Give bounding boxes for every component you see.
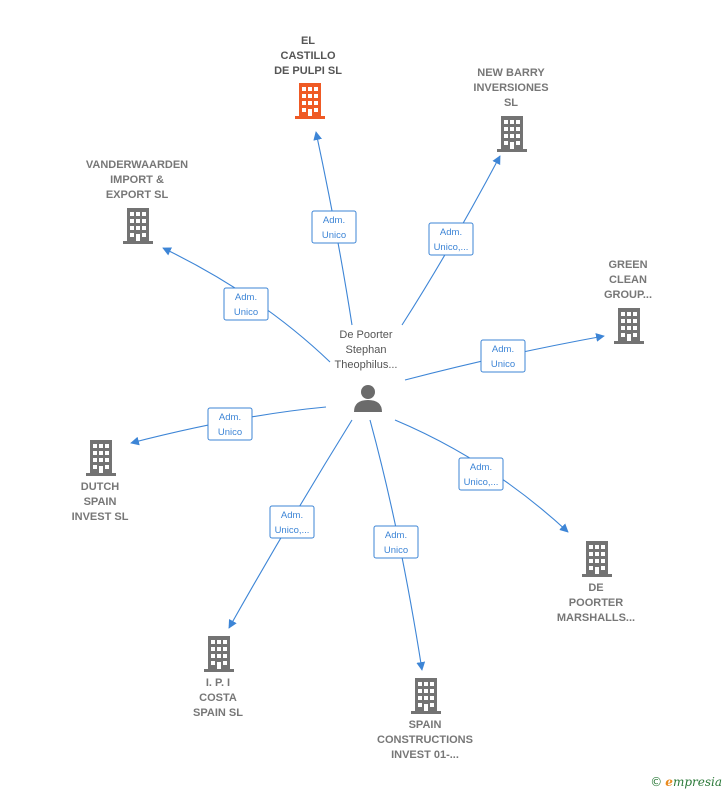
role-badge-text: Adm.: [440, 227, 462, 238]
role-badge-box: [373, 525, 419, 559]
person-name: Theophilus...: [335, 359, 398, 371]
building-icon: [204, 636, 234, 672]
role-badge-dutch-spain[interactable]: Adm. Unico: [207, 407, 253, 441]
company-label: IMPORT &: [110, 174, 164, 186]
company-node-el-castillo[interactable]: EL CASTILLO DE PULPI SL: [274, 35, 342, 119]
role-badge-text: Adm.: [385, 530, 407, 541]
company-label: DUTCH: [81, 481, 120, 493]
company-label: GROUP...: [604, 289, 652, 301]
company-label: EXPORT SL: [106, 189, 169, 201]
company-label: DE PULPI SL: [274, 65, 342, 77]
role-badge-vanderwaarden[interactable]: Adm. Unico: [223, 287, 269, 321]
company-label: COSTA: [199, 692, 237, 704]
company-node-vanderwaarden[interactable]: VANDERWAARDEN IMPORT & EXPORT SL: [86, 159, 188, 244]
building-icon: [411, 678, 441, 714]
company-label: EL: [301, 35, 315, 47]
role-badge-text: Adm.: [492, 344, 514, 355]
company-label: CASTILLO: [281, 50, 336, 62]
company-label: MARSHALLS...: [557, 612, 635, 624]
company-label: SPAIN: [84, 496, 117, 508]
building-icon: [497, 116, 527, 152]
role-badge-text: Adm.: [219, 412, 241, 423]
role-badge-new-barry[interactable]: Adm. Unico,...: [428, 222, 474, 256]
role-badge-text: Unico: [491, 359, 515, 370]
building-icon: [582, 541, 612, 577]
role-badge-box: [428, 222, 474, 256]
building-icon: [86, 440, 116, 476]
brand-name: mpresia: [672, 775, 722, 789]
role-badge-box: [269, 505, 315, 539]
company-label: DE: [588, 582, 603, 594]
role-badge-text: Unico: [234, 307, 258, 318]
company-label: SL: [504, 97, 518, 109]
role-badge-text: Adm.: [323, 215, 345, 226]
role-badge-text: Unico: [384, 545, 408, 556]
company-label: SPAIN SL: [193, 707, 243, 719]
brand-footer[interactable]: ©empresia: [650, 775, 722, 789]
company-label: VANDERWAARDEN: [86, 159, 188, 171]
role-badge-box: [223, 287, 269, 321]
role-badge-spain-constructions[interactable]: Adm. Unico: [373, 525, 419, 559]
company-label: POORTER: [569, 597, 623, 609]
role-badge-text: Unico,...: [275, 525, 310, 536]
company-node-spain-constructions[interactable]: SPAIN CONSTRUCTIONS INVEST 01-...: [377, 678, 473, 761]
company-label: I. P. I: [206, 677, 230, 689]
person-name: Stephan: [346, 344, 387, 356]
person-node[interactable]: De PoorterStephanTheophilus...: [335, 329, 398, 412]
company-label: NEW BARRY: [477, 67, 545, 79]
person-name: De Poorter: [339, 329, 393, 341]
role-badge-green-clean[interactable]: Adm. Unico: [480, 339, 526, 373]
role-badge-text: Adm.: [235, 292, 257, 303]
role-badge-text: Unico: [322, 230, 346, 241]
role-badge-text: Unico: [218, 427, 242, 438]
company-node-new-barry[interactable]: NEW BARRY INVERSIONES SL: [473, 67, 549, 152]
company-label: INVERSIONES: [473, 82, 548, 94]
role-badge-text: Adm.: [281, 510, 303, 521]
company-label: SPAIN: [409, 719, 442, 731]
role-badge-box: [311, 210, 357, 244]
brand-initial: e: [665, 775, 673, 789]
company-label: INVEST 01-...: [391, 749, 459, 761]
role-badge-text: Unico,...: [464, 477, 499, 488]
company-node-green-clean[interactable]: GREEN CLEAN GROUP...: [604, 259, 652, 344]
nodes-layer: EL CASTILLO DE PULPI SL NEW BARRY INVERSIONE…: [72, 35, 652, 761]
company-node-dutch-spain[interactable]: DUTCH SPAIN INVEST SL: [72, 440, 129, 523]
role-badge-de-poorter[interactable]: Adm. Unico,...: [458, 457, 504, 491]
role-badge-text: Unico,...: [434, 242, 469, 253]
role-badge-text: Adm.: [470, 462, 492, 473]
building-icon: [614, 308, 644, 344]
person-icon: [354, 385, 382, 412]
company-label: CLEAN: [609, 274, 647, 286]
role-badge-box: [458, 457, 504, 491]
company-label: INVEST SL: [72, 511, 129, 523]
role-badge-ipi-costa[interactable]: Adm. Unico,...: [269, 505, 315, 539]
building-icon: [123, 208, 153, 244]
role-badge-box: [480, 339, 526, 373]
company-node-de-poorter[interactable]: DE POORTER MARSHALLS...: [557, 541, 635, 624]
company-label: CONSTRUCTIONS: [377, 734, 473, 746]
company-node-ipi-costa[interactable]: I. P. I COSTA SPAIN SL: [193, 636, 243, 719]
role-badge-box: [207, 407, 253, 441]
building-icon: [295, 83, 325, 119]
copyright-symbol: ©: [650, 775, 663, 789]
role-badge-el-castillo[interactable]: Adm. Unico: [311, 210, 357, 244]
company-label: GREEN: [608, 259, 647, 271]
